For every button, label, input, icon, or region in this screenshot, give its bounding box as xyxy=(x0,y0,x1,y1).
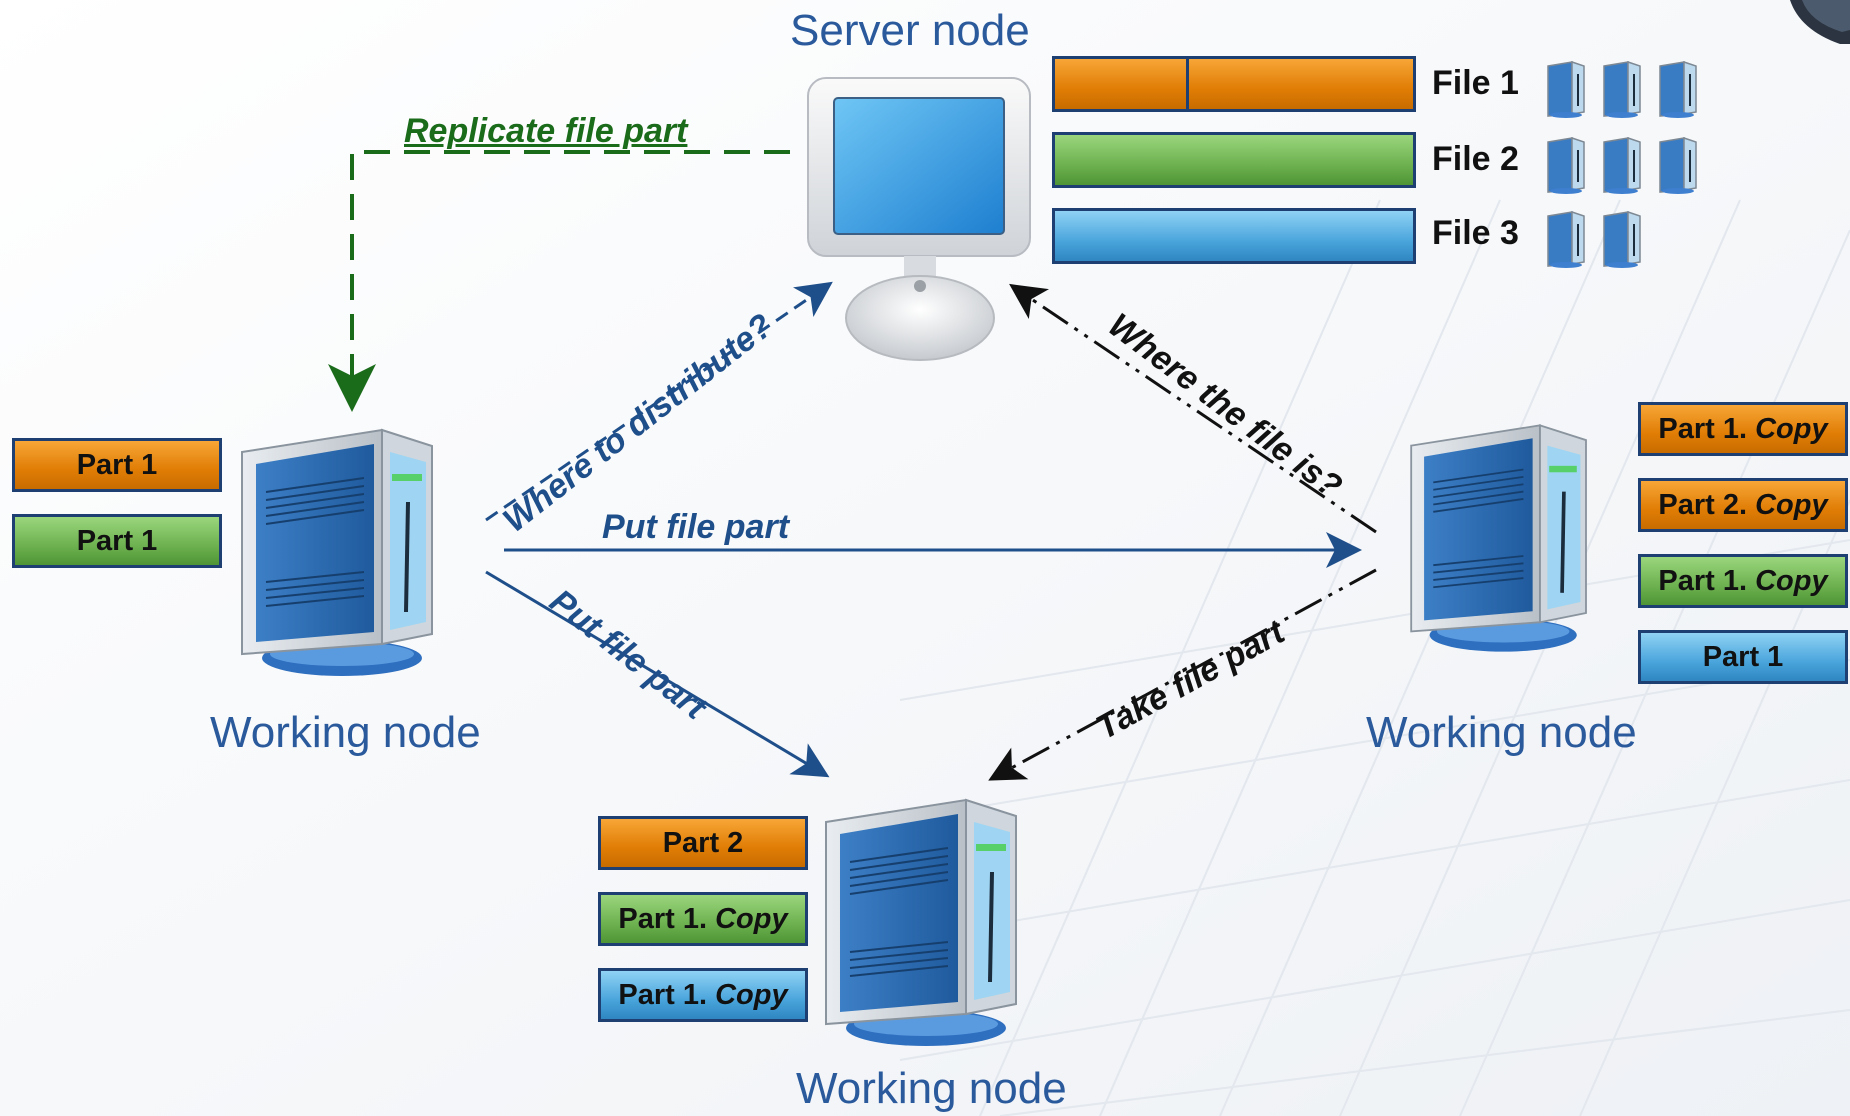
file-1-label: File 1 xyxy=(1432,64,1519,102)
put-file-part-right-label: Put file part xyxy=(602,508,790,546)
part-label: Part 1 xyxy=(76,524,158,557)
part-box: Part 1.Copy xyxy=(1638,402,1848,456)
part-label: Part 1. xyxy=(618,902,708,935)
file-1-bar xyxy=(1052,56,1416,112)
working-node-right-label: Working node xyxy=(1366,708,1637,757)
corner-logo-icon xyxy=(1790,0,1850,44)
file-3-bar xyxy=(1052,208,1416,264)
working-node-bottom-label: Working node xyxy=(796,1064,1067,1113)
server-monitor-icon xyxy=(807,77,1031,361)
part-label: Part 1. xyxy=(1658,412,1748,445)
part-box: Part 2.Copy xyxy=(1638,478,1848,532)
part-box: Part 1.Copy xyxy=(598,892,808,946)
part-label: Part 1. xyxy=(1658,564,1748,597)
file-2-bar xyxy=(1052,132,1416,188)
where-to-distribute-arrow xyxy=(485,281,833,522)
part-label: Part 1 xyxy=(76,448,158,481)
where-the-file-is-arrow xyxy=(1009,283,1377,534)
part-copy-label: Copy xyxy=(715,978,788,1011)
replica-server-icon xyxy=(1546,136,1586,194)
working-node-left-label: Working node xyxy=(210,708,481,757)
part-box: Part 1 xyxy=(12,514,222,568)
part-label: Part 2. xyxy=(1658,488,1748,521)
working-node-bottom-icon xyxy=(816,792,1036,1057)
part-copy-label: Copy xyxy=(1755,412,1828,445)
part-box: Part 2 xyxy=(598,816,808,870)
part-label: Part 2 xyxy=(662,826,744,859)
replica-server-icon xyxy=(1602,210,1642,268)
take-file-part-arrow xyxy=(988,568,1377,781)
replica-server-icon xyxy=(1602,60,1642,118)
replicate-label: Replicate file part xyxy=(404,112,688,150)
part-box: Part 1.Copy xyxy=(1638,554,1848,608)
working-node-left-icon xyxy=(232,422,452,687)
part-box: Part 1 xyxy=(12,438,222,492)
replica-server-icon xyxy=(1658,60,1698,118)
replica-server-icon xyxy=(1602,136,1642,194)
replica-server-icon xyxy=(1546,60,1586,118)
server-node-label: Server node xyxy=(790,6,1030,55)
file-2-label: File 2 xyxy=(1432,140,1519,178)
part-box: Part 1.Copy xyxy=(598,968,808,1022)
replica-server-icon xyxy=(1658,136,1698,194)
replica-server-icon xyxy=(1546,210,1586,268)
file-1-split-line xyxy=(1186,59,1189,109)
part-label: Part 1. xyxy=(618,978,708,1011)
file-3-label: File 3 xyxy=(1432,214,1519,252)
part-copy-label: Copy xyxy=(715,902,788,935)
part-copy-label: Copy xyxy=(1755,564,1828,597)
working-node-right-icon xyxy=(1402,418,1604,662)
part-box: Part 1 xyxy=(1638,630,1848,684)
part-label: Part 1 xyxy=(1702,640,1784,673)
part-copy-label: Copy xyxy=(1755,488,1828,521)
put-file-part-bottom-arrow xyxy=(485,570,830,778)
replicate-arrow xyxy=(328,150,790,412)
